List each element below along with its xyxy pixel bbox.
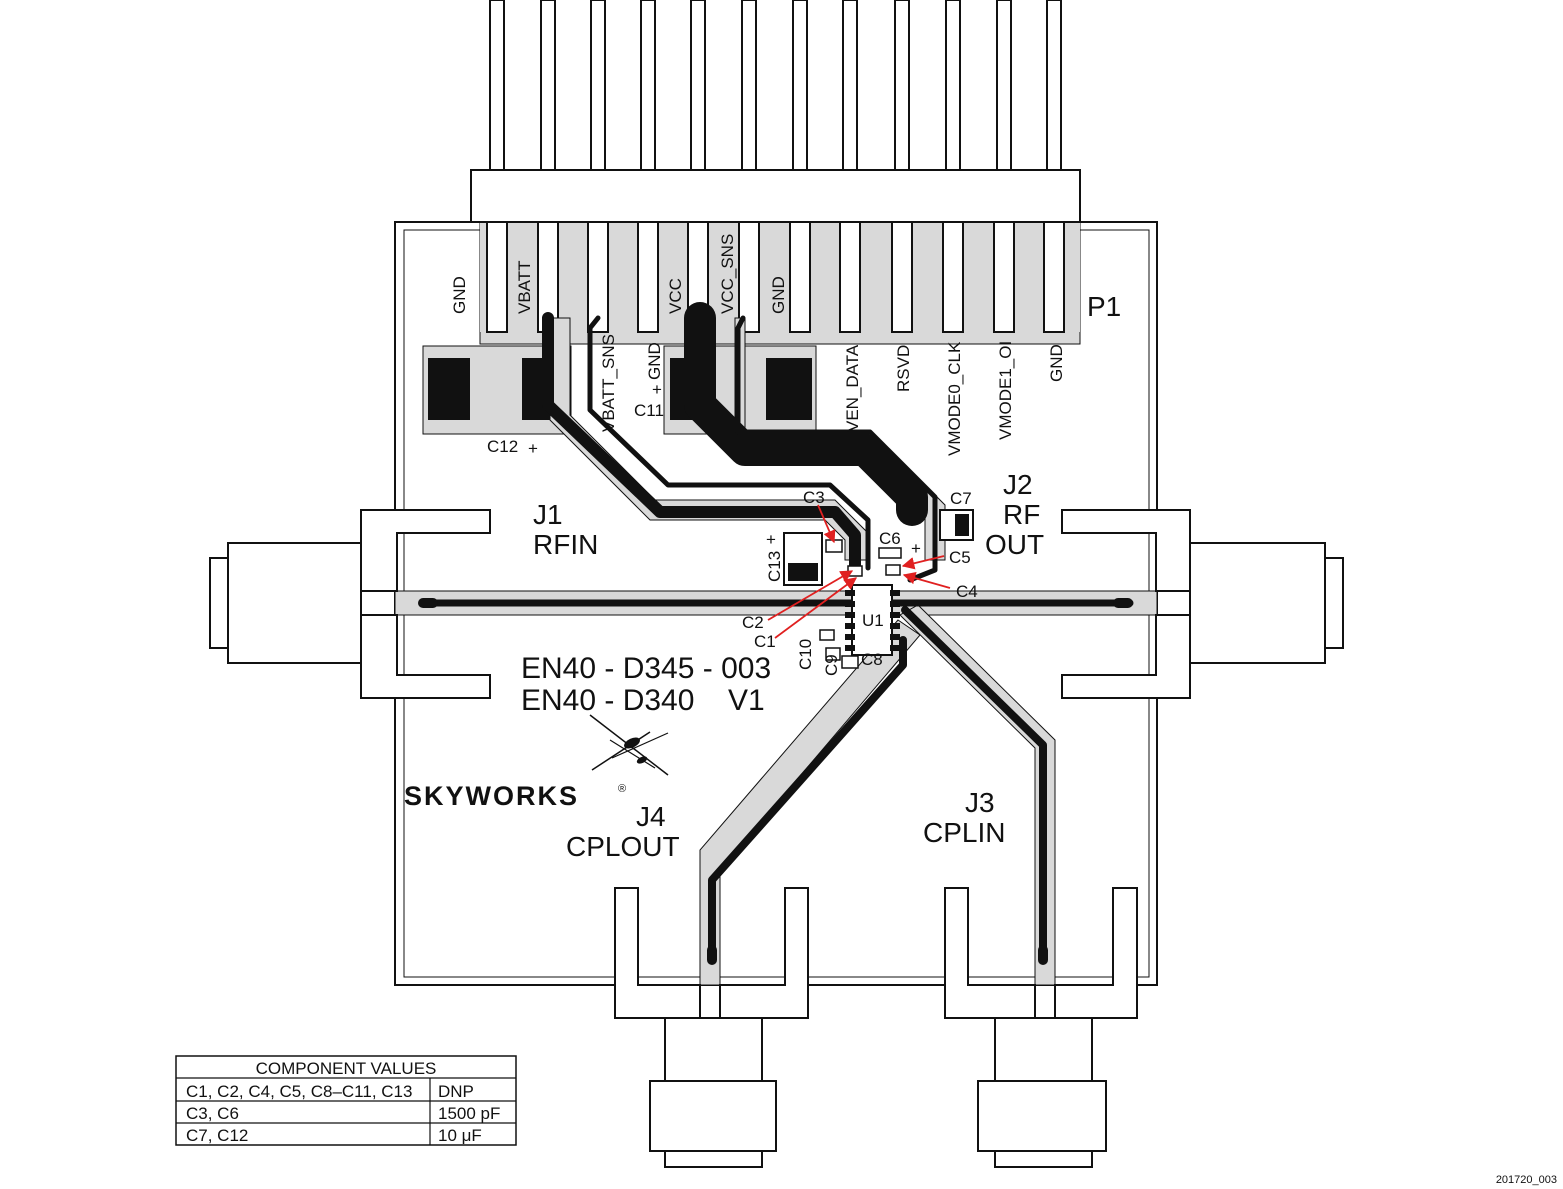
- component-values-table: COMPONENT VALUES C1, C2, C4, C5, C8–C11,…: [175, 1055, 517, 1146]
- port-j2-name2: OUT: [985, 529, 1044, 560]
- pin-label-vmode1-oi: VMODE1_OI: [996, 341, 1015, 440]
- brand-name: SKYWORKS: [404, 781, 579, 811]
- label-c10: C10: [796, 639, 815, 670]
- table-row-value-1: DNP: [438, 1082, 474, 1101]
- pin-label-gnd-2: GND: [769, 276, 788, 314]
- capacitor-c13: [783, 532, 823, 586]
- annotation-arrows: [767, 504, 951, 639]
- port-j2-ref: J2: [1003, 469, 1033, 500]
- label-c4: C4: [956, 582, 978, 601]
- port-j4-name: CPLOUT: [566, 831, 680, 862]
- pin-label-gnd-3: GND: [645, 342, 664, 380]
- board-part-number-2: EN40 - D340: [521, 684, 694, 717]
- pin-label-gnd-4: GND: [1047, 344, 1066, 382]
- header-pin-slots: [486, 221, 1065, 333]
- signal-traces: [421, 302, 1134, 959]
- pin-label-vcc-sns: VCC_SNS: [718, 234, 737, 314]
- port-j1-ref: J1: [533, 499, 563, 530]
- label-c3: C3: [803, 488, 825, 507]
- skyworks-logo-icon: [589, 714, 669, 776]
- board-part-number-1: EN40 - D345 - 003: [521, 652, 771, 685]
- table-row-value-3: 10 μF: [438, 1126, 482, 1145]
- board-version: V1: [728, 684, 765, 717]
- label-c13-plus: +: [766, 530, 776, 549]
- label-u1: U1: [862, 611, 884, 630]
- table-row-refs-2: C3, C6: [186, 1104, 239, 1123]
- sma-connector-j3: [944, 887, 1138, 1168]
- pin-label-vbatt: VBATT: [515, 260, 534, 314]
- label-c6: C6: [879, 529, 901, 548]
- figure-id: 201720_003: [1496, 1174, 1557, 1186]
- pin-label-vmode0-clk: VMODE0_CLK: [945, 341, 964, 456]
- pin-label-vcc: VCC: [666, 278, 685, 314]
- label-c7: C7: [950, 489, 972, 508]
- label-c11-plus: +: [652, 380, 662, 399]
- label-c5: C5: [949, 548, 971, 567]
- header-pins: [489, 0, 1062, 171]
- table-row-value-2: 1500 pF: [438, 1104, 500, 1123]
- connector-pad-area: [479, 221, 1081, 345]
- port-j4-ref: J4: [636, 801, 666, 832]
- small-capacitors: [819, 539, 902, 669]
- label-c12-plus: +: [528, 439, 538, 458]
- label-c1: C1: [754, 632, 776, 651]
- label-c8: C8: [861, 650, 883, 669]
- ic-u1: [845, 584, 900, 656]
- label-c6-plus: +: [911, 539, 921, 558]
- sma-connector-j2: [1061, 509, 1344, 699]
- header-body: [470, 169, 1081, 223]
- brand-registered-mark: ®: [618, 783, 626, 795]
- port-j1-name: RFIN: [533, 529, 598, 560]
- pin-label-ven-data: VEN_DATA: [843, 344, 862, 432]
- table-title: COMPONENT VALUES: [256, 1059, 437, 1078]
- sma-connector-j4: [614, 887, 809, 1168]
- table-row-refs-1: C1, C2, C4, C5, C8–C11, C13: [186, 1082, 412, 1101]
- connector-ref-p1: P1: [1087, 291, 1121, 322]
- port-j2-name1: RF: [1003, 499, 1040, 530]
- pin-label-rsvd: RSVD: [894, 345, 913, 392]
- port-j3-name: CPLIN: [923, 817, 1005, 848]
- port-j3-ref: J3: [965, 787, 995, 818]
- capacitor-c7: [906, 503, 974, 541]
- label-c13: C13: [765, 551, 784, 582]
- label-c11: C11: [634, 401, 664, 420]
- center-pins: [418, 598, 1133, 965]
- label-c2: C2: [742, 613, 764, 632]
- pin-label-gnd-1: GND: [450, 276, 469, 314]
- sma-connector-j1: [209, 509, 491, 699]
- label-c12: C12: [487, 437, 518, 456]
- table-row-refs-3: C7, C12: [186, 1126, 248, 1145]
- pin-label-vbatt-sns: VBATT_SNS: [599, 334, 618, 432]
- label-c9: C9: [822, 654, 841, 676]
